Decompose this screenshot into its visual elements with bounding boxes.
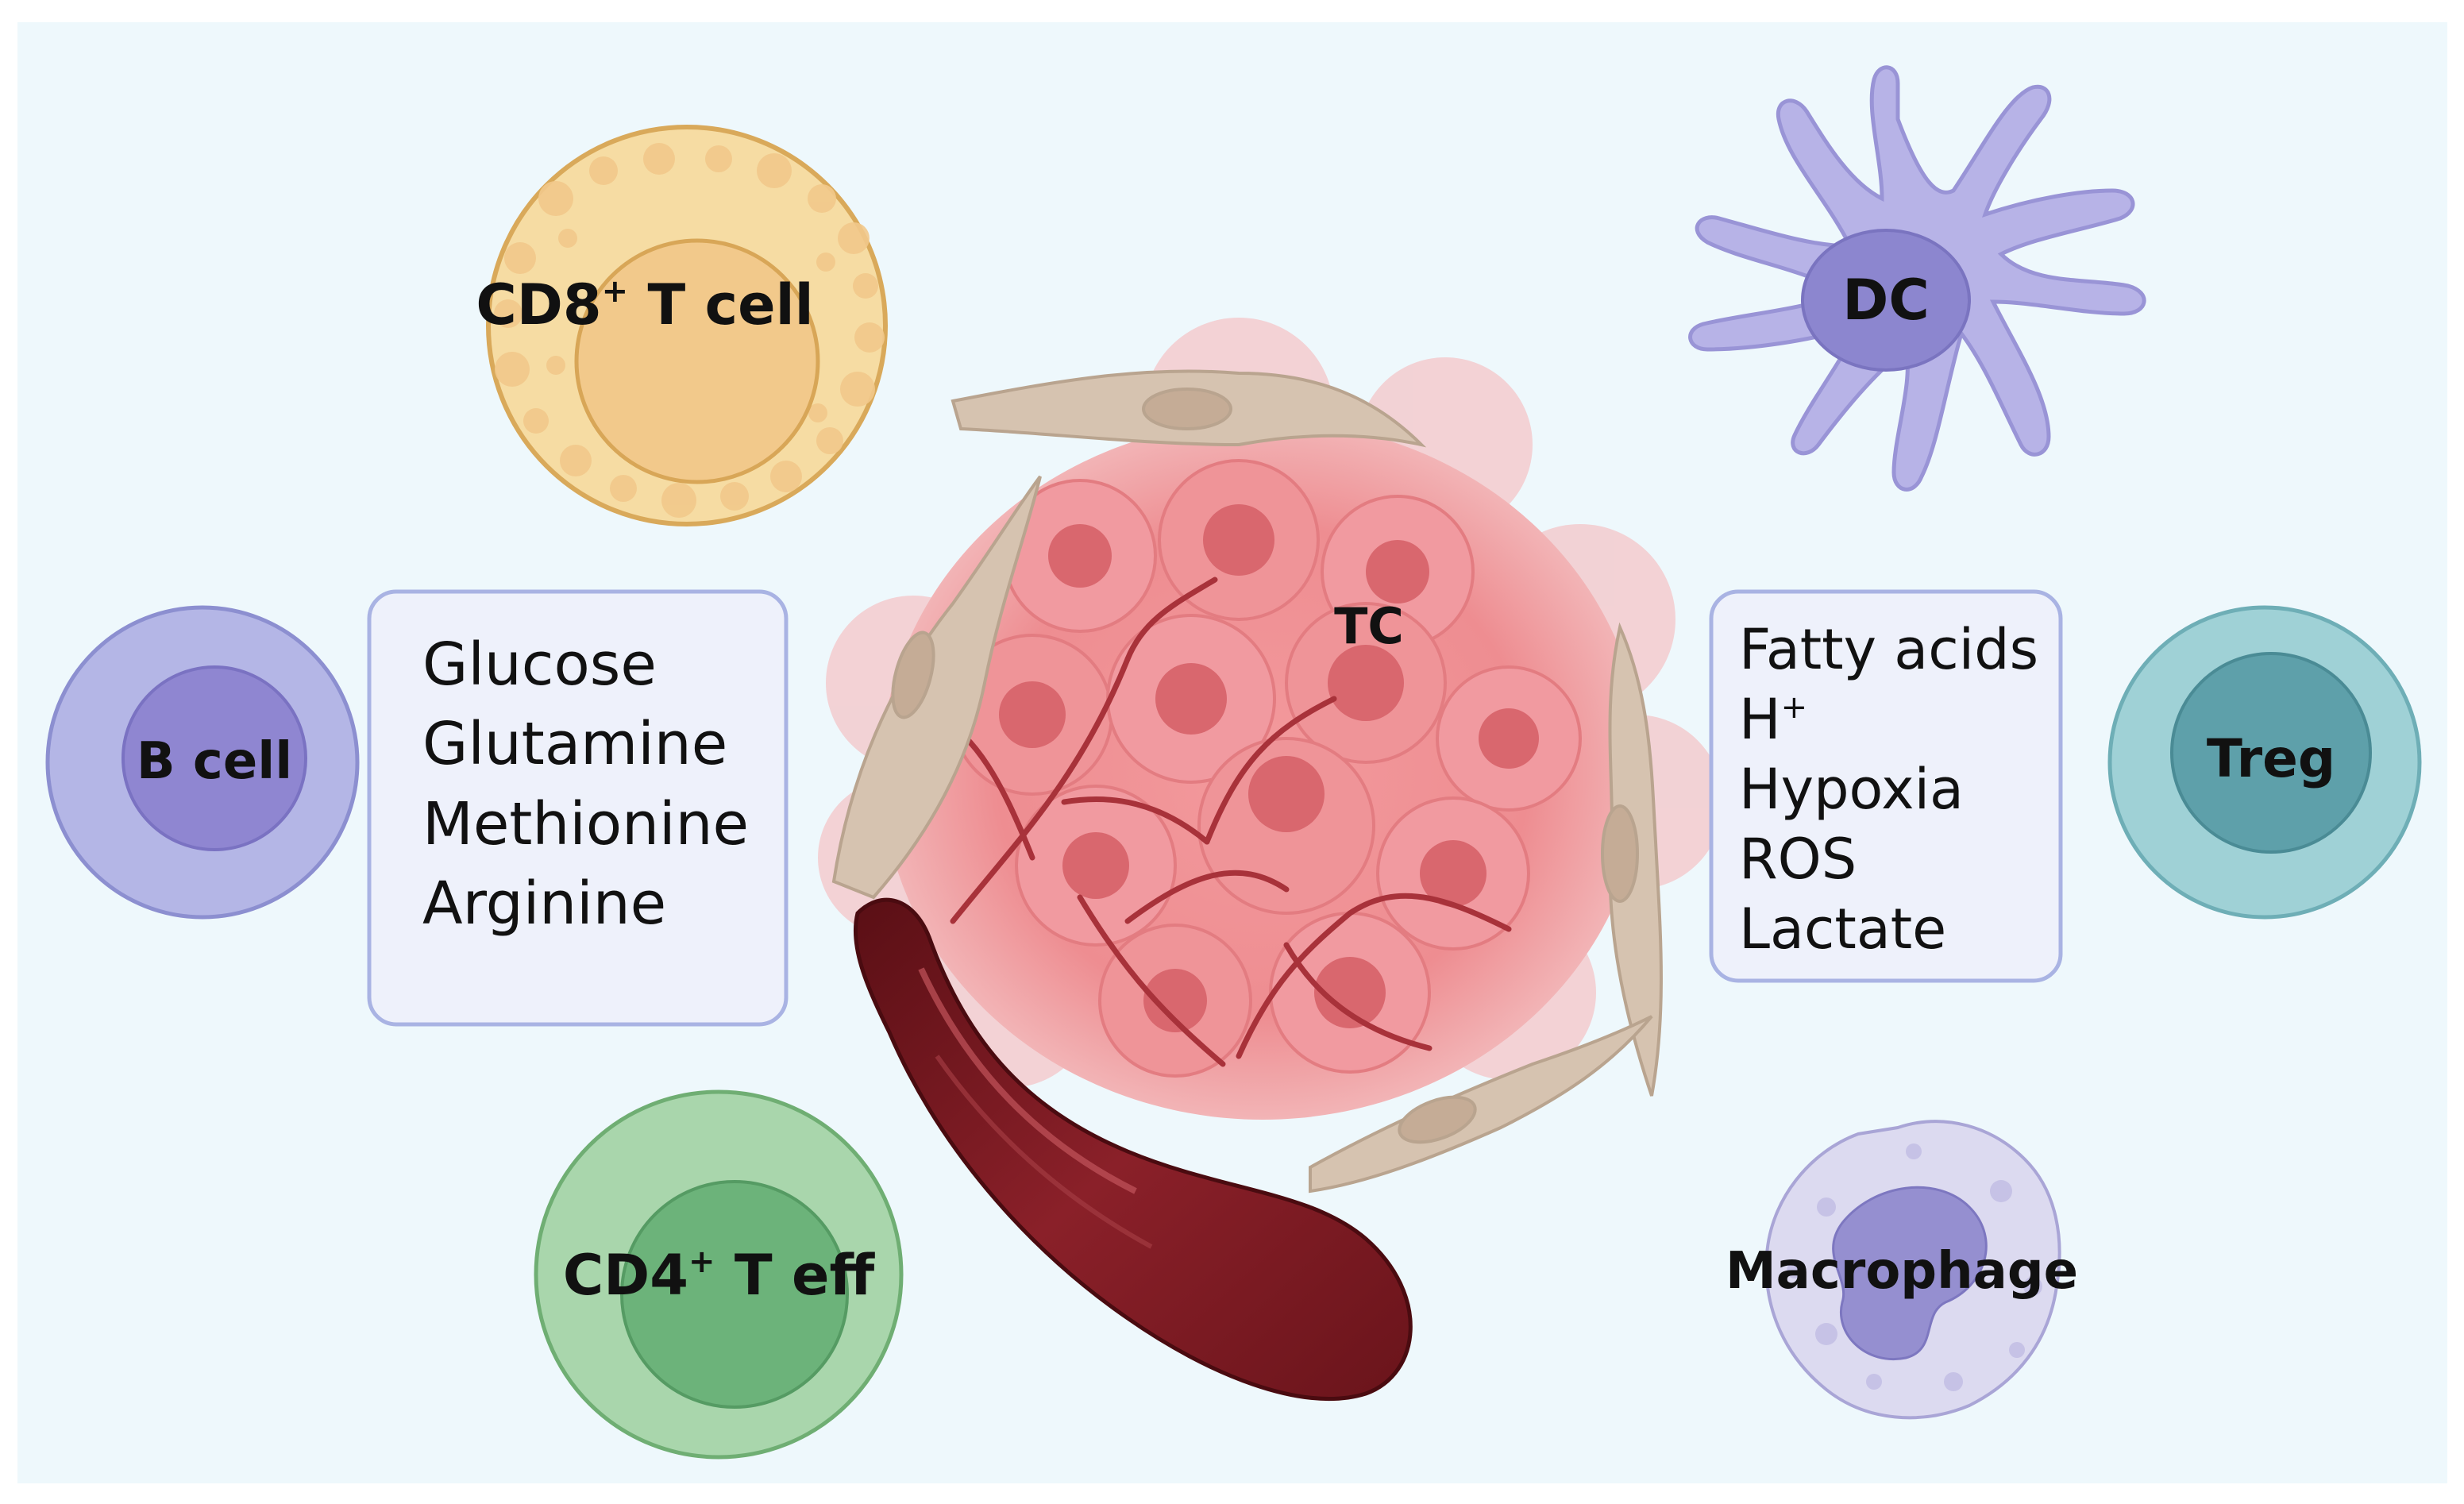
nutrient-item: Glucose (422, 631, 657, 699)
treg-label: Treg (2207, 728, 2335, 789)
tumor-label: TC (1334, 597, 1404, 655)
tumor-mass: TC (818, 318, 1723, 1120)
cd8-label: CD8+ T cell (476, 272, 813, 337)
macrophage-label: Macrophage (1726, 1242, 2078, 1301)
nutrients-box: Glucose Glutamine Methionine Arginine (367, 589, 789, 1027)
nutrient-item: Methionine (422, 790, 749, 858)
nutrient-item: Arginine (422, 870, 666, 938)
b-cell: B cell (45, 605, 360, 920)
tme-item: H+ (1739, 687, 1807, 752)
dc-label: DC (1842, 268, 1929, 333)
macrophage: Macrophage (1726, 1120, 2078, 1420)
tme-item: Fatty acids (1739, 617, 2038, 682)
nutrient-item: Glutamine (422, 710, 727, 778)
b-cell-label: B cell (137, 732, 292, 791)
blood-vessel (853, 897, 1413, 1401)
tme-factors-box: Fatty acids H+ Hypoxia ROS Lactate (1709, 589, 2063, 983)
cd8-t-cell: CD8+ T cell (476, 125, 888, 526)
tme-item: Lactate (1739, 897, 1946, 962)
treg-cell: Treg (2107, 605, 2422, 920)
dendritic-cell: DC (1688, 65, 2146, 492)
cd4-t-eff-cell: CD4+ T eff (534, 1089, 904, 1460)
tme-item: ROS (1739, 827, 1857, 892)
tme-item: Hypoxia (1739, 757, 1964, 822)
cd4-label: CD4+ T eff (563, 1243, 876, 1308)
fibroblasts (831, 369, 1663, 1194)
